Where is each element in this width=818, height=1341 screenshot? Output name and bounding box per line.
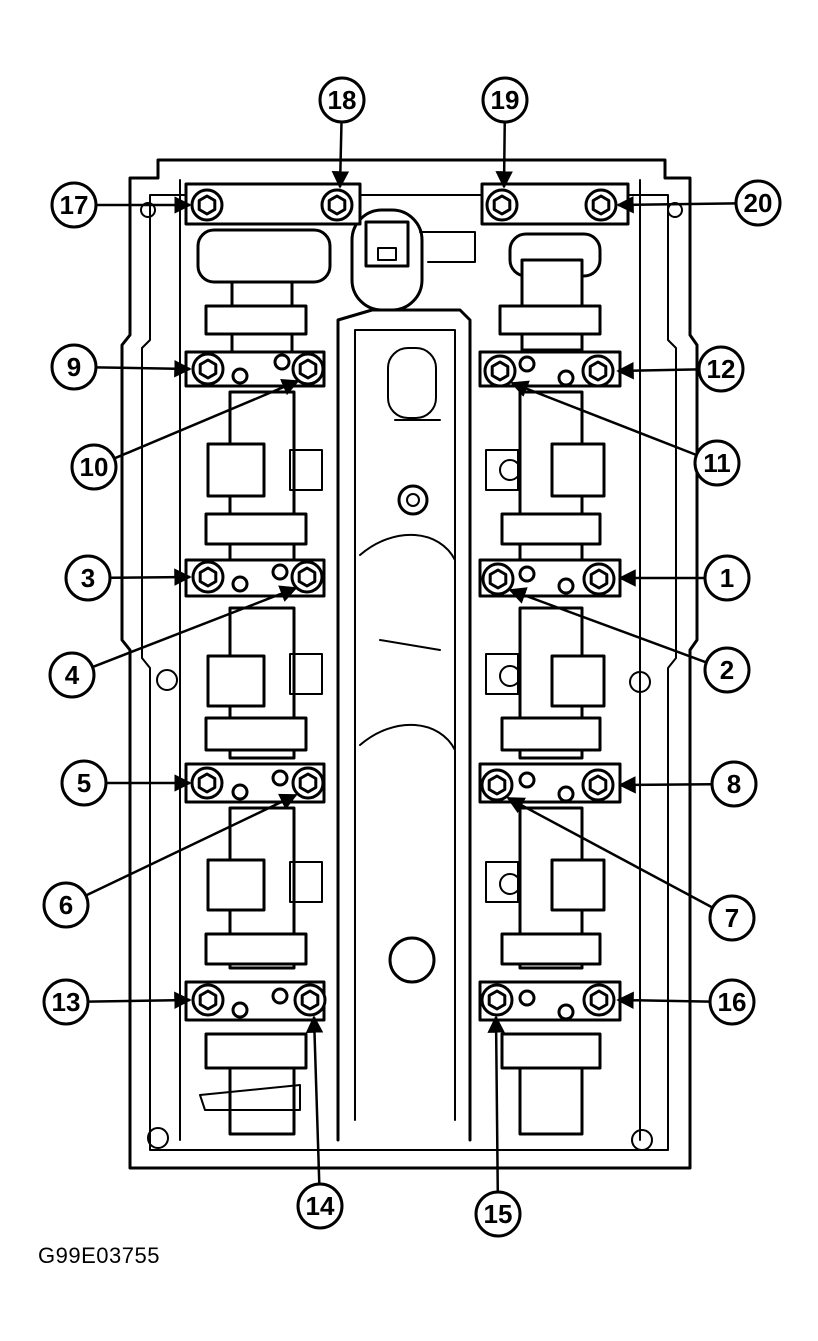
callout-label-16: 16 bbox=[718, 987, 747, 1017]
callout-circle-10 bbox=[70, 443, 118, 491]
callout-label-13: 13 bbox=[52, 987, 81, 1017]
camshaft-position-sensor bbox=[350, 208, 476, 312]
cylinder-head-center-rib bbox=[336, 308, 472, 1142]
callout-label-15: 15 bbox=[484, 1199, 513, 1229]
callout-circle-5 bbox=[60, 759, 108, 807]
callout-circle-18 bbox=[318, 76, 366, 124]
bolt-hex bbox=[487, 774, 507, 796]
callout-circle-17 bbox=[50, 181, 98, 229]
callout-label-12: 12 bbox=[707, 354, 736, 384]
callout-label-20: 20 bbox=[744, 188, 773, 218]
bolt-hex bbox=[487, 989, 507, 1011]
leader-line-2 bbox=[508, 587, 707, 664]
bolt-hex bbox=[588, 360, 608, 382]
bolt-hex bbox=[591, 194, 611, 216]
leader-line-6 bbox=[85, 793, 298, 897]
bolt-hex bbox=[492, 194, 512, 216]
callout-label-17: 17 bbox=[60, 190, 89, 220]
bolt-hex bbox=[588, 774, 608, 796]
leader-line-18 bbox=[331, 121, 350, 189]
callout-label-5: 5 bbox=[77, 768, 91, 798]
bearing-cap-bolts bbox=[190, 188, 618, 1017]
callout-circle-8 bbox=[710, 760, 758, 808]
callout-circle-12 bbox=[697, 345, 745, 393]
callout-label-7: 7 bbox=[725, 903, 739, 933]
bolt-hex bbox=[198, 989, 218, 1011]
leader-line-15 bbox=[487, 1015, 505, 1193]
callout-label-9: 9 bbox=[67, 352, 81, 382]
bolt-hex bbox=[297, 566, 317, 588]
bolt-hex bbox=[327, 194, 347, 216]
callout-label-2: 2 bbox=[720, 655, 734, 685]
callout-label-14: 14 bbox=[306, 1191, 335, 1221]
leader-line-4 bbox=[92, 585, 298, 669]
leader-line-10 bbox=[113, 379, 300, 460]
callout-leaders bbox=[85, 121, 737, 1193]
leader-line-7 bbox=[506, 796, 714, 909]
figure-code: G99E03755 bbox=[38, 1243, 160, 1268]
cylinder-head-outline bbox=[120, 158, 699, 1170]
callout-label-18: 18 bbox=[328, 85, 357, 115]
leader-line-20 bbox=[616, 196, 737, 214]
callout-circle-3 bbox=[64, 554, 112, 602]
bolt-hex bbox=[488, 568, 508, 590]
callout-label-8: 8 bbox=[727, 769, 741, 799]
callout-circle-14 bbox=[296, 1182, 344, 1230]
callout-label-19: 19 bbox=[491, 85, 520, 115]
bolt-hex bbox=[298, 358, 318, 380]
leader-line-3 bbox=[109, 568, 192, 586]
callout-circle-13 bbox=[42, 978, 90, 1026]
leader-line-19 bbox=[495, 121, 513, 189]
bolt-hex bbox=[589, 989, 609, 1011]
callout-circle-4 bbox=[48, 651, 96, 699]
leader-line-11 bbox=[510, 380, 697, 457]
callout-circle-19 bbox=[481, 76, 529, 124]
callout-label-1: 1 bbox=[720, 563, 734, 593]
callout-label-4: 4 bbox=[65, 660, 80, 690]
leader-line-16 bbox=[616, 991, 711, 1010]
callout-label-10: 10 bbox=[80, 452, 109, 482]
callout-circle-7 bbox=[708, 894, 756, 942]
callout-circle-20 bbox=[734, 179, 782, 227]
callout-label-11: 11 bbox=[703, 448, 731, 478]
bolt-hex bbox=[198, 358, 218, 380]
bolt-hex bbox=[197, 772, 217, 794]
intake-camshaft bbox=[196, 228, 332, 1136]
bolt-hex bbox=[197, 194, 217, 216]
leader-line-8 bbox=[618, 776, 713, 794]
leader-line-12 bbox=[616, 361, 700, 380]
callout-circle-16 bbox=[708, 978, 756, 1026]
callout-circle-15 bbox=[474, 1190, 522, 1238]
exhaust-camshaft bbox=[485, 232, 606, 1136]
bolt-hex bbox=[589, 568, 609, 590]
callout-circle-2 bbox=[703, 646, 751, 694]
cap-dowels bbox=[231, 353, 575, 1021]
leader-line-14 bbox=[305, 1015, 324, 1185]
leader-line-13 bbox=[87, 991, 192, 1010]
callout-label-6: 6 bbox=[59, 890, 73, 920]
callout-circle-1 bbox=[703, 554, 751, 602]
callout-circle-6 bbox=[42, 881, 90, 929]
bolt-hex bbox=[300, 989, 320, 1011]
callout-circle-9 bbox=[50, 343, 98, 391]
bolt-hex bbox=[198, 566, 218, 588]
callout-label-3: 3 bbox=[81, 563, 95, 593]
bolt-hex bbox=[490, 360, 510, 382]
callout-circle-11 bbox=[693, 439, 741, 487]
bolt-hex bbox=[298, 772, 318, 794]
leader-line-9 bbox=[95, 359, 192, 378]
